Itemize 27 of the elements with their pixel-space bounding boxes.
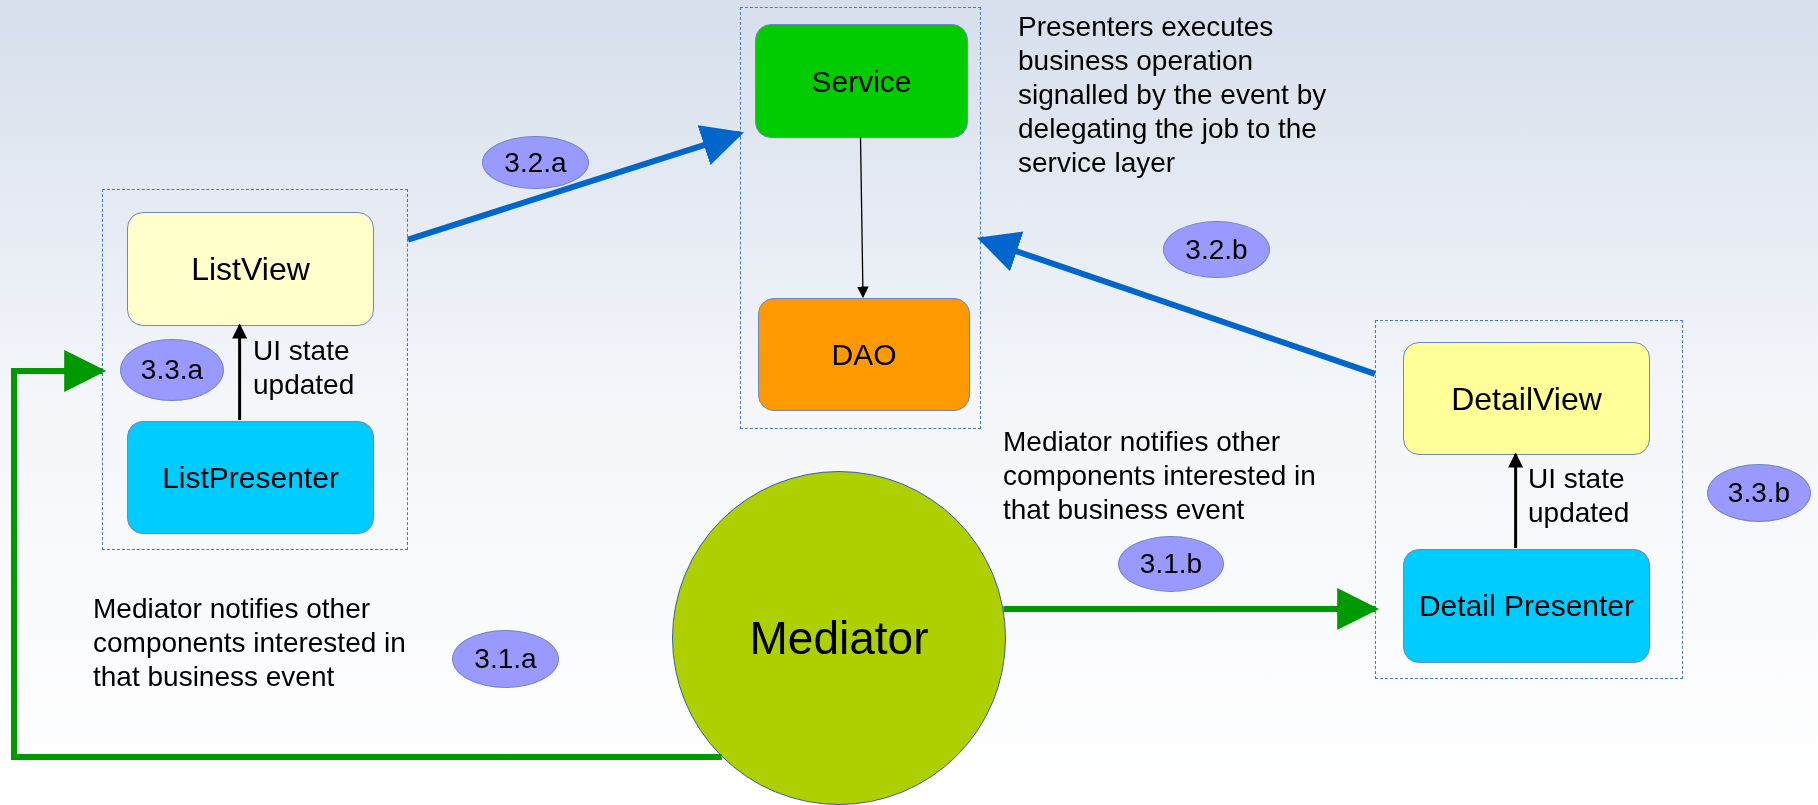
note-text: Mediator notifies other components interested in that business event	[1003, 425, 1317, 527]
view-box: DetailView	[1403, 342, 1650, 455]
view-box: ListView	[127, 212, 374, 326]
arrow	[1003, 588, 1380, 630]
arrow	[232, 323, 248, 420]
arrow	[857, 136, 869, 299]
step-badge: 3.3.b	[1707, 464, 1811, 522]
arrow	[1508, 452, 1524, 548]
dao-box: DAO	[758, 298, 970, 411]
presenter-box: ListPresenter	[127, 421, 374, 534]
step-badge: 3.3.a	[120, 339, 224, 401]
service-box: Service	[755, 24, 968, 138]
group-frame	[1375, 320, 1683, 679]
step-badge: 3.1.a	[452, 630, 559, 688]
edge-label: UI state updated	[253, 334, 356, 402]
edge-label: UI state updated	[1528, 462, 1631, 530]
group-frame	[740, 7, 981, 429]
step-badge: 3.2.b	[1163, 221, 1270, 278]
presenter-box: Detail Presenter	[1403, 549, 1650, 663]
arrow	[11, 349, 722, 760]
step-badge: 3.1.b	[1118, 536, 1224, 592]
step-badge: 3.2.a	[482, 136, 589, 189]
arrow	[407, 125, 744, 243]
group-frame	[102, 189, 408, 550]
arrow	[977, 231, 1376, 377]
note-text: Mediator notifies other components interested in that business event	[93, 592, 407, 694]
note-text: Presenters executes business operation signalled by the event by delegating the job to the service layer	[1018, 10, 1328, 180]
